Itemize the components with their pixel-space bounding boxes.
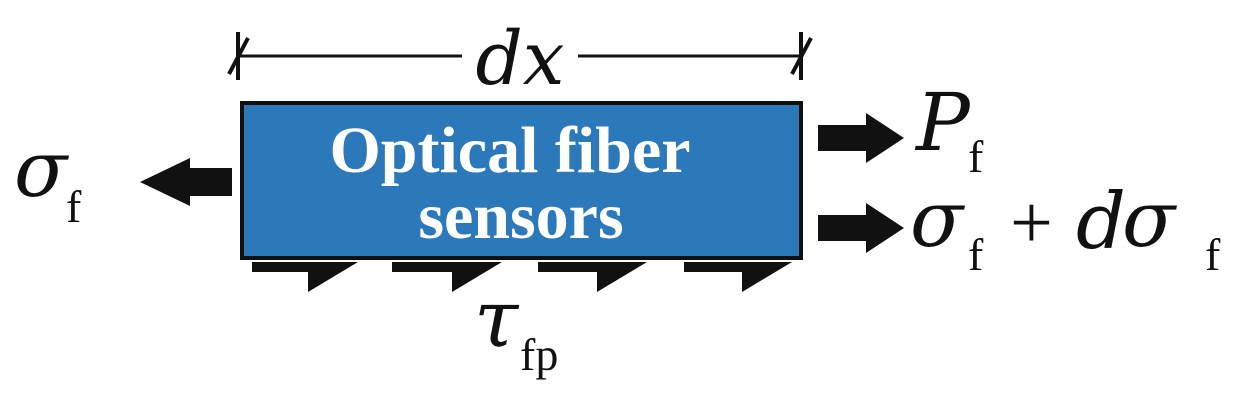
right-sigma-subscript: f <box>968 229 984 280</box>
fiber-label-line2: sensors <box>418 180 623 253</box>
p-symbol: P <box>914 76 971 169</box>
d-symbol: d <box>1076 177 1126 267</box>
right-sigma-symbol: σ <box>910 175 965 265</box>
plus-sign: + <box>1010 181 1053 265</box>
fiber-label-line1: Optical fiber <box>329 114 690 187</box>
right-top-arrow <box>818 113 904 163</box>
right-bottom-arrow <box>818 203 904 253</box>
shear-arrow <box>252 262 358 292</box>
dimension-label: dx <box>475 16 564 102</box>
tau-subscript: fp <box>520 329 558 380</box>
shear-arrow <box>538 262 647 292</box>
left-sigma-subscript: f <box>66 181 82 232</box>
fiber-block: Optical fiber sensors <box>240 101 803 260</box>
shear-arrows <box>252 262 792 292</box>
right-dsigma-subscript: f <box>1205 229 1221 280</box>
left-sigma-symbol: σ <box>14 125 69 215</box>
shear-arrow <box>684 262 792 292</box>
p-subscript: f <box>968 131 984 182</box>
right-dsigma-symbol: σ <box>1122 175 1177 265</box>
fiber-rectangle <box>240 101 803 260</box>
right-top-force: P f <box>818 76 984 182</box>
shear-label: τ fp <box>474 272 558 380</box>
right-bottom-force: σ f + d σ f <box>818 175 1221 280</box>
left-force: σ f <box>14 125 232 232</box>
left-arrow <box>140 158 232 206</box>
dimension-dx: dx <box>227 16 813 102</box>
dimension-slash-right <box>790 37 813 75</box>
shear-arrow <box>392 262 502 292</box>
tau-symbol: τ <box>474 272 520 365</box>
